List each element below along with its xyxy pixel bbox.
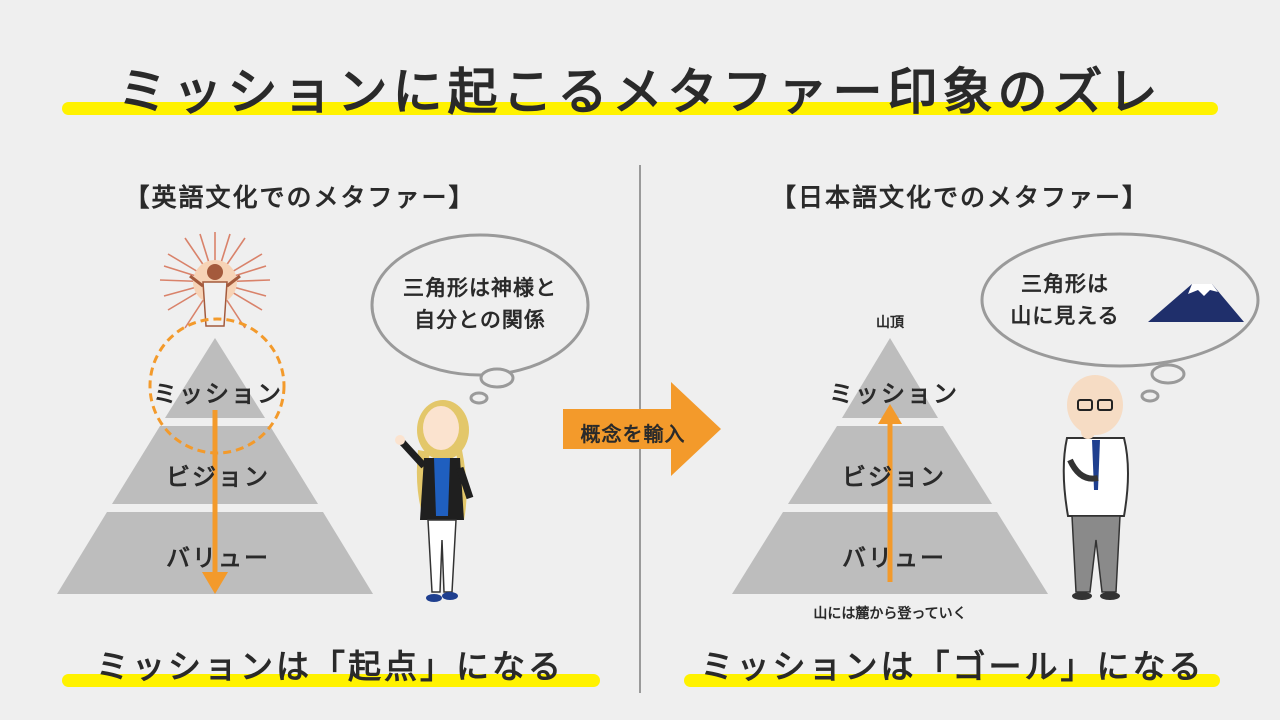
right-pyramid-top [842, 338, 938, 418]
right-diagram [732, 232, 1260, 600]
summit-label: 山頂 [876, 315, 904, 331]
mount-fuji-icon [1148, 284, 1244, 322]
right-bubble-text: 三角形は 山に見える [1000, 268, 1130, 332]
right-tier-mission: ミッション [829, 380, 959, 408]
left-heading: 【英語文化でのメタファー】 [124, 183, 476, 212]
base-note: 山には麓から登っていく [813, 606, 967, 622]
right-bubble-line-2: 山に見える [1010, 304, 1120, 328]
left-conclusion-highlight [62, 674, 600, 687]
title-highlight [62, 102, 1218, 115]
right-tier-vision: ビジョン [842, 463, 946, 491]
businesswoman-icon [395, 400, 474, 602]
import-arrow-icon [563, 382, 721, 476]
businessman-icon [1062, 375, 1129, 600]
left-tier-mission: ミッション [153, 380, 283, 408]
left-tier-vision: ビジョン [166, 463, 270, 491]
left-bubble-line-1: 三角形は神様と [403, 276, 557, 300]
right-heading: 【日本語文化でのメタファー】 [770, 183, 1149, 212]
right-conclusion-highlight [684, 674, 1220, 687]
divine-figure-icon [159, 232, 271, 329]
right-bubble-line-1: 三角形は [1021, 272, 1109, 296]
left-tier-values: バリュー [166, 544, 270, 572]
import-arrow-label: 概念を輸入 [580, 422, 686, 446]
left-pyramid-top [165, 338, 265, 418]
page-title: ミッションに起こるメタファー印象のズレ [117, 63, 1163, 121]
left-conclusion: ミッションは「起点」になる [96, 647, 564, 686]
right-conclusion: ミッションは「ゴール」になる [700, 647, 1205, 686]
downward-arrow-icon [202, 410, 228, 594]
left-diagram [57, 232, 590, 602]
left-bubble-line-2: 自分との関係 [414, 308, 546, 332]
upward-arrow-icon [878, 404, 902, 582]
left-bubble-text: 三角形は神様と 自分との関係 [390, 272, 570, 336]
right-tier-values: バリュー [842, 544, 946, 572]
